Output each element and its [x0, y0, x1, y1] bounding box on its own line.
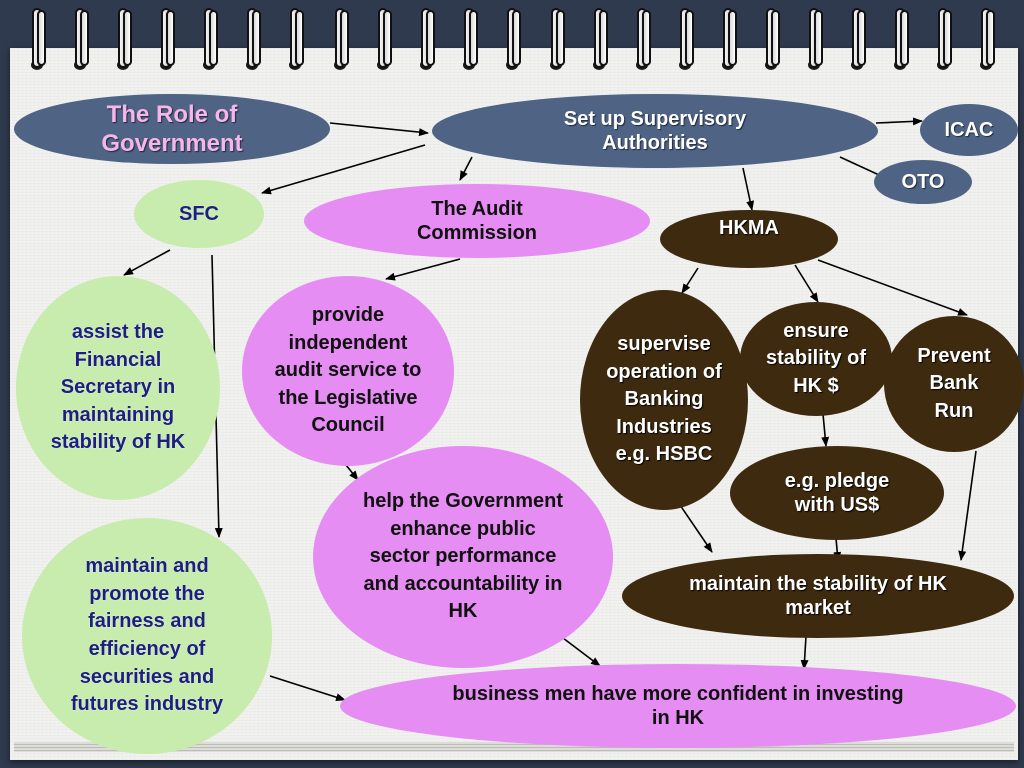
- arrow-help-confident: [562, 637, 601, 667]
- supervisory-authorities-node: Set up Supervisory Authorities: [432, 94, 878, 168]
- maintain-market-label: maintain the stability of HK market: [689, 572, 947, 619]
- ensure-stability-node: ensure stability of HK $: [740, 302, 892, 416]
- business-confidence-node: business men have more confident in inve…: [340, 664, 1016, 748]
- role-of-government-node: The Role of Government: [14, 94, 330, 164]
- sfc-label: SFC: [179, 202, 219, 225]
- supervise-banking-label: supervise operation of Banking Industrie…: [606, 333, 722, 466]
- assist-financial-secretary-label: assist the Financial Secretary in mainta…: [50, 321, 186, 454]
- audit-commission-node: The Audit Commission: [304, 184, 650, 258]
- binding-ring: [505, 8, 521, 70]
- binding-ring: [678, 8, 694, 70]
- binding-ring: [245, 8, 261, 70]
- supervisory-authorities-label: Set up Supervisory Authorities: [563, 107, 747, 154]
- binding-ring: [30, 8, 46, 70]
- binding-ring: [116, 8, 132, 70]
- arrow-maintain-confident: [269, 675, 346, 702]
- binding-ring: [893, 8, 909, 70]
- supervise-banking-node: supervise operation of Banking Industrie…: [580, 290, 748, 510]
- arrow-supervisory-audit: [459, 156, 473, 181]
- pledge-usd-node: e.g. pledge with US$: [730, 446, 944, 540]
- arrow-hkma-ensure: [794, 264, 819, 303]
- hkma-label: HKMA: [719, 216, 779, 239]
- maintain-market-node: maintain the stability of HK market: [622, 554, 1014, 638]
- binding-ring: [549, 8, 565, 70]
- oto-node: OTO: [874, 160, 972, 204]
- arrow-sfc-assist: [123, 249, 171, 276]
- binding-ring: [159, 8, 175, 70]
- arrow-supervisory-hkma: [742, 167, 755, 211]
- binding-ring: [202, 8, 218, 70]
- business-confidence-label: business men have more confident in inve…: [452, 682, 904, 729]
- arrow-supervise-market: [679, 504, 713, 553]
- binding-ring: [850, 8, 866, 70]
- audit-service-node: provide independent audit service to the…: [242, 276, 454, 466]
- prevent-bank-run-label: Prevent Bank Run: [917, 344, 991, 422]
- ensure-stability-label: ensure stability of HK $: [766, 319, 867, 397]
- binding-ring: [592, 8, 608, 70]
- hkma-node: HKMA: [660, 210, 838, 268]
- audit-commission-label: The Audit Commission: [416, 197, 538, 244]
- arrow-hkma-supervise: [681, 267, 699, 294]
- role-of-government-label: The Role of Government: [101, 100, 243, 157]
- oto-label: OTO: [901, 170, 945, 193]
- audit-service-label: provide independent audit service to the…: [274, 304, 422, 437]
- binding-ring: [462, 8, 478, 70]
- binding-ring: [288, 8, 304, 70]
- binding-ring: [333, 8, 349, 70]
- binding-ring: [936, 8, 952, 70]
- arrow-market-confident: [800, 635, 809, 670]
- arrow-supervisory-sfc: [261, 144, 426, 195]
- arrow-prevent-market: [958, 450, 977, 561]
- pledge-usd-label: e.g. pledge with US$: [784, 469, 890, 516]
- assist-financial-secretary-node: assist the Financial Secretary in mainta…: [16, 276, 220, 500]
- binding-ring: [419, 8, 435, 70]
- arrow-role-supervisory: [329, 122, 429, 137]
- binding-ring: [635, 8, 651, 70]
- maintain-fairness-node: maintain and promote the fairness and ef…: [22, 518, 272, 754]
- arrow-audit-service: [385, 258, 461, 281]
- prevent-bank-run-node: Prevent Bank Run: [884, 316, 1024, 452]
- icac-node: ICAC: [920, 104, 1018, 156]
- icac-label: ICAC: [944, 118, 994, 141]
- binding-ring: [807, 8, 823, 70]
- maintain-fairness-label: maintain and promote the fairness and ef…: [70, 555, 224, 716]
- binding-ring: [73, 8, 89, 70]
- binding-ring: [979, 8, 995, 70]
- arrow-hkma-prevent: [817, 259, 968, 316]
- binding-ring: [721, 8, 737, 70]
- binding-ring: [376, 8, 392, 70]
- binding-ring: [764, 8, 780, 70]
- help-government-node: help the Government enhance public secto…: [313, 446, 613, 668]
- arrow-ensure-pledge: [821, 413, 830, 447]
- help-government-label: help the Government enhance public secto…: [362, 490, 564, 623]
- page-edge: [14, 742, 1014, 752]
- arrow-supervisory-icac: [875, 117, 923, 126]
- sfc-node: SFC: [134, 180, 264, 248]
